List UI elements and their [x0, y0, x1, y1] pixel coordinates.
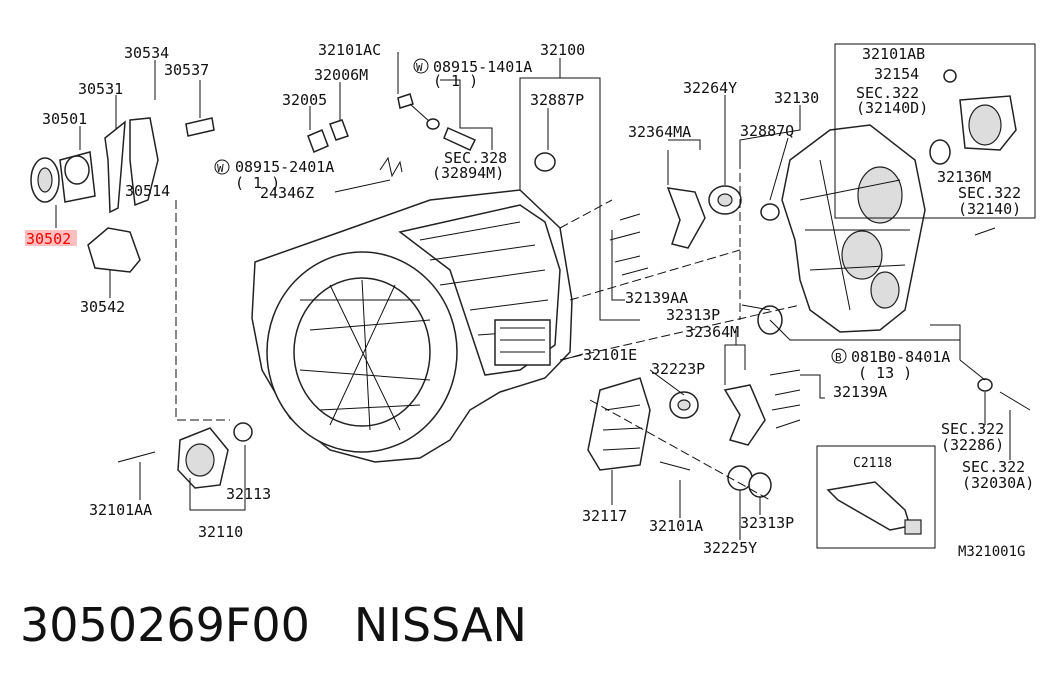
- label-32264Y: 32264Y: [683, 79, 737, 97]
- c2118-sealant-frame: [816, 445, 936, 549]
- washer-marker-a: W: [214, 159, 230, 175]
- extension-housing-drawing: [781, 124, 926, 333]
- label-08915-2401A: 08915-2401A: [235, 158, 334, 176]
- label-32364MA: 32364MA: [628, 123, 691, 141]
- sec322-subassembly-frame: [834, 43, 1036, 219]
- label-32887P: 32887P: [530, 91, 584, 109]
- label-32139AA: 32139AA: [625, 289, 688, 307]
- label-sec328-sub: (32894M): [432, 164, 504, 182]
- part-caption: 3050269F00 NISSAN: [20, 598, 527, 652]
- label-32005: 32005: [282, 91, 327, 109]
- label-081B0-8401A: 081B0-8401A: [851, 348, 950, 366]
- label-32110: 32110: [198, 523, 243, 541]
- label-32136M: 32136M: [937, 168, 991, 186]
- brand-name: NISSAN: [353, 598, 527, 652]
- label-qty-1a: ( 1 ): [235, 174, 280, 192]
- svg-text:W: W: [416, 61, 423, 74]
- label-C2118: C2118: [853, 456, 892, 471]
- label-32101AC: 32101AC: [318, 41, 381, 59]
- label-32113: 32113: [226, 485, 271, 503]
- label-30542: 30542: [80, 298, 125, 316]
- sealant-tube-drawing: [826, 481, 922, 535]
- label-30537: 30537: [164, 61, 209, 79]
- label-sec322b: SEC.322: [958, 184, 1021, 202]
- label-32313P-a: 32313P: [666, 306, 720, 324]
- part-labels: 30534 30537 30531 30501 30514 30502 3054…: [26, 41, 1034, 560]
- label-sec322a: SEC.322: [856, 84, 919, 102]
- hardware-drawing: [117, 69, 1031, 498]
- label-sec322b-sub: (32140): [958, 200, 1021, 218]
- leader-lines: [55, 52, 1011, 540]
- label-32117: 32117: [582, 507, 627, 525]
- bolt-marker: B: [831, 348, 847, 364]
- label-32130: 32130: [774, 89, 819, 107]
- label-30514: 30514: [125, 182, 170, 200]
- label-32225Y: 32225Y: [703, 539, 757, 557]
- label-30501: 30501: [42, 110, 87, 128]
- parts-exploded-diagram: W W B 30534 30537 30531 30501 30514 3050…: [25, 41, 1036, 560]
- svg-text:B: B: [835, 351, 842, 364]
- label-sec322a-sub: (32140D): [856, 99, 928, 117]
- label-qty-1b: ( 1 ): [433, 72, 478, 90]
- label-sec322d: SEC.322: [962, 458, 1025, 476]
- label-sec322c: SEC.322: [941, 420, 1004, 438]
- label-sec322d-sub: (32030A): [962, 474, 1034, 492]
- label-32154: 32154: [874, 65, 919, 83]
- transmission-case-drawing: [251, 189, 573, 463]
- label-sec328: SEC.328: [444, 149, 507, 167]
- label-sec322c-sub: (32286): [941, 436, 1004, 454]
- label-diagram-id: M321001G: [958, 544, 1025, 560]
- label-32364M: 32364M: [685, 323, 739, 341]
- label-08915-1401A: 08915-1401A: [433, 58, 532, 76]
- label-32139A: 32139A: [833, 383, 887, 401]
- label-32101AA: 32101AA: [89, 501, 152, 519]
- label-32101AB: 32101AB: [862, 45, 925, 63]
- label-32101A: 32101A: [649, 517, 703, 535]
- label-32887Q: 32887Q: [740, 122, 794, 140]
- highlight-box-30502: [25, 230, 77, 246]
- label-32100: 32100: [540, 41, 585, 59]
- svg-text:W: W: [217, 162, 224, 175]
- label-32101E: 32101E: [583, 346, 637, 364]
- washer-marker-b: W: [413, 58, 429, 74]
- label-30534: 30534: [124, 44, 169, 62]
- release-parts-drawing: [30, 117, 215, 273]
- label-24346Z: 24346Z: [260, 184, 314, 202]
- label-qty-13: ( 13 ): [858, 364, 912, 382]
- label-32223P: 32223P: [651, 360, 705, 378]
- part-number: 3050269F00: [20, 598, 310, 652]
- label-32006M: 32006M: [314, 66, 368, 84]
- label-30531: 30531: [78, 80, 123, 98]
- label-30502: 30502: [26, 230, 71, 248]
- label-32313P-b: 32313P: [740, 514, 794, 532]
